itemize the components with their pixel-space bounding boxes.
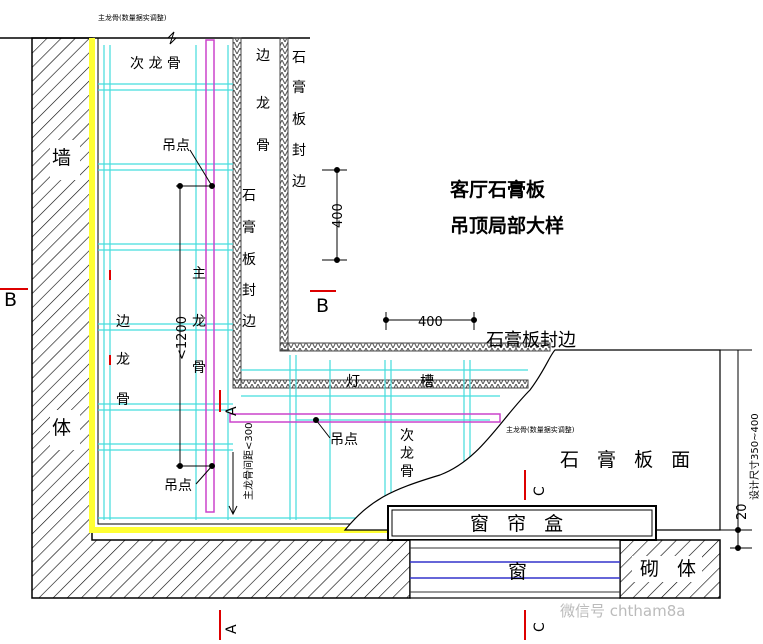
finish-inner-line xyxy=(97,38,390,525)
wall-hatch xyxy=(31,37,411,599)
hang-point-1: 吊点 xyxy=(162,138,190,154)
svg-text:边: 边 xyxy=(116,314,130,330)
svg-text:膏: 膏 xyxy=(292,79,306,96)
break-mark xyxy=(167,31,177,45)
gypsum-face-curve xyxy=(343,349,721,531)
curtain-box xyxy=(387,505,657,541)
curtain-box-inner xyxy=(391,509,653,537)
design-size-label: 设计尺寸350~400 xyxy=(748,413,761,500)
gypsum-edge-vertical-2: 石 膏 板 封 边 xyxy=(242,188,256,330)
section-c-top: C xyxy=(532,486,548,496)
svg-text:膏: 膏 xyxy=(242,219,256,236)
finish-layer xyxy=(89,38,390,533)
gypsum-edge-horizontal: 石膏板封边 xyxy=(486,329,576,351)
svg-text:边: 边 xyxy=(256,48,270,64)
hang-point-2: 吊点 xyxy=(330,432,358,448)
watermark: 微信号 chtham8a xyxy=(560,602,685,620)
gypsum-edge-vertical-1: 石 膏 板 封 边 xyxy=(292,50,306,190)
gypsum-edge-band-4 xyxy=(279,342,551,352)
main-keel-vertical xyxy=(205,39,215,513)
hang-point-leaders xyxy=(189,149,331,485)
svg-text:边: 边 xyxy=(292,174,306,190)
svg-text:槽: 槽 xyxy=(420,374,434,390)
dim-400-vertical xyxy=(322,167,347,263)
title-line-2: 吊顶局部大样 xyxy=(450,214,564,237)
main-keel-horizontal xyxy=(229,413,501,423)
gypsum-edge-band-3 xyxy=(279,37,289,351)
svg-text:骨: 骨 xyxy=(116,392,130,408)
svg-text:骨: 骨 xyxy=(192,360,206,376)
main-keel-note-mid: 主龙骨(数量据实调整) xyxy=(506,425,575,434)
curtain-box-label: 窗 帘 盒 xyxy=(470,513,569,535)
main-keel-note-top: 主龙骨(数量据实调整) xyxy=(98,13,167,22)
hang-point-3: 吊点 xyxy=(164,478,192,494)
gypsum-edge-band-1 xyxy=(232,37,242,389)
section-markers xyxy=(0,270,526,640)
dim-1200-label: <1200 xyxy=(175,316,190,360)
masonry-label: 砌 体 xyxy=(640,558,702,580)
section-a-top: A xyxy=(224,406,240,416)
wall-label-bg xyxy=(50,140,80,180)
window xyxy=(409,539,621,599)
secondary-keel-top-label: 次 龙 骨 xyxy=(130,56,181,72)
svg-text:次: 次 xyxy=(400,428,414,444)
dim-400-v-label: 400 xyxy=(331,203,346,228)
title-line-1: 客厅石膏板 xyxy=(450,178,546,201)
svg-text:龙: 龙 xyxy=(192,314,206,330)
side-keel-left: 边 龙 骨 xyxy=(116,314,130,408)
svg-text:骨: 骨 xyxy=(256,138,270,154)
section-c-bottom: C xyxy=(532,622,548,632)
masonry-label-bg xyxy=(632,556,702,582)
svg-text:封: 封 xyxy=(242,283,256,299)
window-label: 窗 xyxy=(508,561,533,583)
main-keel-vertical-label: 主 龙 骨 xyxy=(192,266,206,376)
wall-label: 墙 xyxy=(52,147,77,169)
svg-text:石: 石 xyxy=(242,188,256,204)
svg-text:石: 石 xyxy=(292,50,306,66)
section-b-left: B xyxy=(4,289,17,311)
main-keel-spacing-arrow xyxy=(228,452,238,516)
svg-text:封: 封 xyxy=(292,143,306,159)
svg-text:骨: 骨 xyxy=(400,464,414,480)
dim-400-h-label: 400 xyxy=(418,315,443,330)
lamp-slot-label: 灯 槽 xyxy=(346,374,434,390)
svg-text:灯: 灯 xyxy=(346,374,360,390)
svg-text:龙: 龙 xyxy=(400,446,414,462)
svg-text:龙: 龙 xyxy=(256,96,270,112)
section-a-bottom: A xyxy=(224,624,240,634)
body-label: 体 xyxy=(52,417,77,439)
section-b-right: B xyxy=(316,295,329,317)
svg-text:主: 主 xyxy=(192,266,206,282)
dim-design-size xyxy=(718,349,752,551)
side-keel-right: 边 龙 骨 xyxy=(256,48,270,154)
dim-20-label: 20 xyxy=(735,503,750,520)
secondary-keel-grid xyxy=(98,45,528,520)
gypsum-face-label: 石 膏 板 面 xyxy=(560,448,696,471)
svg-text:板: 板 xyxy=(292,112,306,128)
dim-400-horizontal xyxy=(383,312,477,330)
svg-text:边: 边 xyxy=(242,314,256,330)
main-keel-spacing-label: 主龙骨间距<300 xyxy=(242,423,255,500)
svg-text:龙: 龙 xyxy=(116,352,130,368)
gypsum-edge-band-2 xyxy=(232,379,529,389)
svg-text:板: 板 xyxy=(242,252,256,268)
body-label-bg xyxy=(50,410,80,450)
secondary-keel-vertical-label: 次 龙 骨 xyxy=(400,428,414,480)
